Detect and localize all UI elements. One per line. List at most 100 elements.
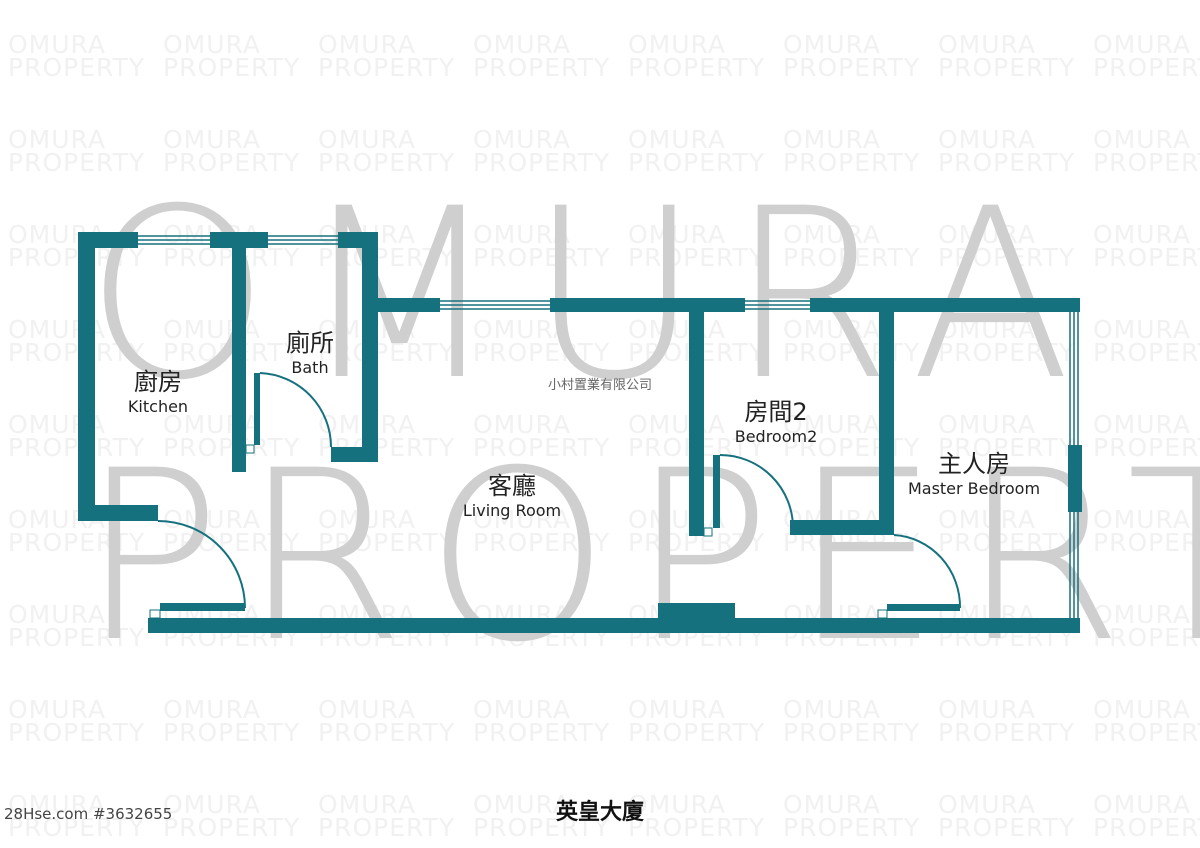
watermark-line: OMURA (1093, 220, 1192, 249)
room-name-en: Living Room (462, 501, 562, 520)
watermark-line: PROPERTY (938, 148, 1076, 177)
watermark-line: OMURA (473, 315, 572, 344)
watermark-line: PROPERTY (1093, 338, 1200, 367)
watermark-line: PROPERTY (1093, 718, 1200, 747)
room-name-en: Master Bedroom (907, 479, 1041, 498)
watermark-line: PROPERTY (783, 813, 921, 842)
watermark-line: PROPERTY (318, 718, 456, 747)
room-name-en: Bath (291, 358, 329, 377)
watermark-line: PROPERTY (628, 53, 766, 82)
watermark-line: OMURA (783, 410, 882, 439)
watermark-line: OMURA (318, 790, 417, 819)
watermark-line: PROPERTY (1093, 528, 1200, 557)
wall (78, 505, 158, 521)
watermark-line: OMURA (938, 220, 1037, 249)
wall (810, 298, 1080, 312)
wall (378, 298, 440, 312)
walls (78, 232, 1082, 633)
watermark-line: OMURA (783, 790, 882, 819)
room-master-bedroom: 主人房 Master Bedroom (908, 444, 1040, 498)
watermark-line: OMURA (938, 695, 1037, 724)
watermark-line: OMURA (938, 505, 1037, 534)
room-bath: 廁所 Bath (286, 323, 334, 377)
watermark-line: PROPERTY (8, 813, 146, 842)
room-living: 客廳 Living Room (463, 466, 561, 520)
watermark-line: OMURA (1093, 410, 1192, 439)
watermark-line: PROPERTY (938, 53, 1076, 82)
wall (362, 232, 378, 462)
watermark-line: PROPERTY (473, 718, 611, 747)
watermark-line: OMURA (163, 30, 262, 59)
building-name: 英皇大廈 (555, 800, 645, 825)
watermark-line: PROPERTY (1093, 813, 1200, 842)
room-name-en: Bedroom2 (734, 427, 818, 446)
watermark-line: PROPERTY (783, 148, 921, 177)
wall (78, 232, 95, 521)
watermark-line: PROPERTY (938, 813, 1076, 842)
watermark-line: OMURA (163, 695, 262, 724)
room-name-zh: 廁所 (286, 329, 334, 357)
watermark-line: PROPERTY (628, 813, 766, 842)
watermark-line: PROPERTY (783, 338, 921, 367)
watermark-line: OMURA (473, 220, 572, 249)
watermark-line: PROPERTY (1093, 243, 1200, 272)
watermark-line: OMURA (628, 30, 727, 59)
watermark-line: OMURA (318, 695, 417, 724)
watermark-line: PROPERTY (318, 148, 456, 177)
wall (232, 232, 246, 472)
company-name: 小村置業有限公司 (547, 378, 653, 393)
wall (689, 312, 704, 536)
watermark-line: OMURA (163, 125, 262, 154)
watermark-line: PROPERTY (1093, 433, 1200, 462)
watermark-line: PROPERTY (628, 148, 766, 177)
watermark-line: PROPERTY (8, 148, 146, 177)
watermark-line: PROPERTY (473, 243, 611, 272)
watermark-line: OMURA (473, 505, 572, 534)
watermark-line: OMURA (473, 125, 572, 154)
watermark-line: PROPERTY (1093, 148, 1200, 177)
room-name-zh: 房間2 (744, 398, 808, 426)
windows (138, 235, 1079, 618)
watermark-line: PROPERTY (938, 718, 1076, 747)
watermark-line: PROPERTY (783, 718, 921, 747)
watermark-line: OMURA (783, 30, 882, 59)
watermark-line: OMURA (8, 600, 107, 629)
watermark-line: OMURA (783, 220, 882, 249)
watermark-line: PROPERTY (8, 718, 146, 747)
watermark-line: PROPERTY (473, 813, 611, 842)
room-name-zh: 主人房 (938, 450, 1010, 478)
watermark-line: PROPERTY (8, 338, 146, 367)
watermark-line: OMURA (628, 125, 727, 154)
watermark-line: PROPERTY (473, 338, 611, 367)
wall (331, 447, 378, 462)
door-swings (157, 372, 962, 609)
watermark-line: PROPERTY (163, 338, 301, 367)
wall (148, 618, 1080, 633)
watermark-line: OMURA (1093, 125, 1192, 154)
watermark-line: OMURA (8, 790, 107, 819)
watermark-line: PROPERTY (938, 243, 1076, 272)
